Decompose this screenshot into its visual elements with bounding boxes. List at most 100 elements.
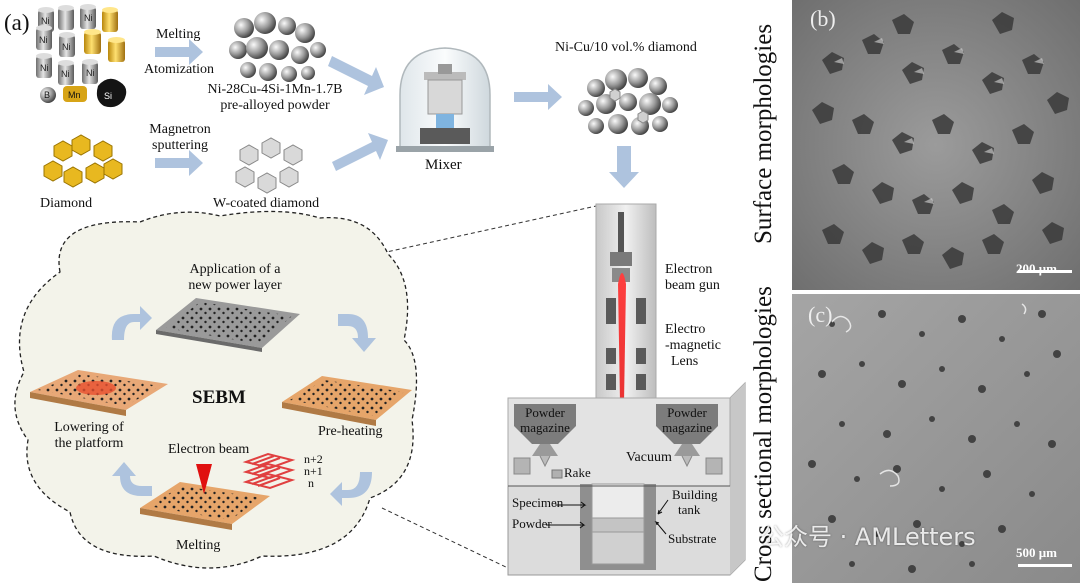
element-label: Si xyxy=(104,91,112,101)
cycle-arrow-icon xyxy=(111,306,152,340)
ni-cylinder xyxy=(82,59,98,84)
element-label: Mn xyxy=(68,90,81,100)
scalebar-c: 500 μm xyxy=(1016,545,1057,560)
layer-stack xyxy=(242,452,296,490)
gun-line: Electron xyxy=(665,262,713,277)
magazine-line: magazine xyxy=(520,419,570,435)
element-label: B xyxy=(44,90,50,100)
building-line: Building xyxy=(672,487,718,502)
prealloy-line: pre-alloyed powder xyxy=(220,98,330,114)
magazine-line: magazine xyxy=(662,419,712,435)
rake xyxy=(551,469,563,479)
composite-label: Ni-Cu/10 vol.% diamond xyxy=(555,40,697,55)
mn-gold-cylinder xyxy=(102,7,118,32)
ni-cylinder xyxy=(80,4,96,29)
powder-magazine-left xyxy=(514,404,576,444)
lens-line: Lens xyxy=(671,354,699,370)
element-label: Ni xyxy=(84,13,93,23)
arrow-icon xyxy=(514,84,562,110)
panel-b-label: (b) xyxy=(810,6,836,31)
electron-column xyxy=(595,203,657,399)
projection-line xyxy=(381,205,597,254)
sem-image-c: (c) 500 μm xyxy=(792,294,1080,583)
element-label: Ni xyxy=(39,35,48,45)
arrow-icon xyxy=(328,56,384,95)
rake-label: Rake xyxy=(564,465,591,480)
element-label: Ni xyxy=(41,16,50,26)
magazine-line: Powder xyxy=(667,405,707,420)
gun-line: beam gun xyxy=(665,278,720,294)
magazine-right-label: Powder magazine xyxy=(656,405,718,436)
electron-beam-marker xyxy=(196,464,212,494)
magazine-left-label: Powder magazine xyxy=(514,405,576,436)
layer-label: n+1 xyxy=(304,464,323,478)
application-line: Application of a xyxy=(189,262,281,277)
panel-c-label: (c) xyxy=(808,302,833,327)
boron-ball xyxy=(40,87,56,103)
arrow-icon xyxy=(155,39,203,65)
cycle-arrow-icon xyxy=(330,472,372,506)
diamond-crystals xyxy=(43,134,123,188)
mixer-label: Mixer xyxy=(425,157,462,173)
w-coated-diamonds xyxy=(235,137,303,194)
plate-preheating xyxy=(282,376,412,426)
ebm-machine xyxy=(507,203,746,576)
substrate-label: Substrate xyxy=(668,531,717,546)
cycle-arrow-icon xyxy=(112,462,152,496)
projection-line xyxy=(381,507,509,569)
arrow-icon xyxy=(155,150,203,176)
element-cylinders xyxy=(36,4,127,108)
mn-gold-cylinder xyxy=(108,37,125,62)
sem-image-b: (b) 200 μm xyxy=(792,0,1080,290)
electron-beam xyxy=(618,273,626,462)
building-line: tank xyxy=(678,501,701,517)
sebm-center-label: SEBM xyxy=(192,387,246,408)
prealloyed-powder xyxy=(229,12,326,82)
ni-cylinder xyxy=(58,60,74,85)
lowering-line: Lowering of xyxy=(54,420,124,435)
mn-chunk xyxy=(63,86,87,102)
mixer-icon xyxy=(396,47,494,152)
panel-a-label: (a) xyxy=(4,10,30,35)
scalebar-b: 200 μm xyxy=(1016,261,1057,276)
watermark-text: 公众号 · AMLetters xyxy=(760,523,976,551)
layer-label: n+2 xyxy=(304,452,323,466)
application-label: Application of a new power layer xyxy=(160,262,310,294)
mn-gold-cylinder xyxy=(84,29,101,54)
arrow-icon xyxy=(332,133,388,171)
cycle-arrow-icon xyxy=(338,314,376,352)
lowering-label: Lowering of the platform xyxy=(34,420,144,452)
plate-new-layer xyxy=(156,298,300,352)
magnetron-label: Magnetron sputtering xyxy=(140,122,220,154)
sem-cross-section-texture xyxy=(792,294,1080,583)
powder-label: Powder xyxy=(512,516,552,531)
ni-cylinder xyxy=(59,32,75,57)
lens-label: Electro -magnetic Lens xyxy=(665,322,721,370)
melting-step-label: Melting xyxy=(176,538,221,553)
magnetron-line: sputtering xyxy=(152,138,208,154)
preheating-label: Pre-heating xyxy=(318,424,383,439)
arrow-icon xyxy=(609,146,639,188)
powder-magazine-right xyxy=(656,404,718,444)
melting-label: Melting xyxy=(156,27,201,42)
plate-lowering xyxy=(30,370,168,416)
w-coated-label: W-coated diamond xyxy=(213,196,320,211)
sem-surface-texture xyxy=(792,0,1080,290)
element-label: Ni xyxy=(61,69,70,79)
si-chunk xyxy=(96,78,127,108)
vacuum-label: Vacuum xyxy=(626,450,672,465)
element-labels: Ni Ni Ni Ni Ni Ni Ni Mn Si B xyxy=(39,13,112,101)
lens-line: Electro xyxy=(665,322,706,337)
magazine-line: Powder xyxy=(525,405,565,420)
magnetron-line: Magnetron xyxy=(149,122,211,137)
lowering-line: the platform xyxy=(54,436,124,452)
application-line: new power layer xyxy=(188,278,282,294)
layer-label: n xyxy=(308,476,314,490)
sebm-cloud xyxy=(14,210,418,569)
gun-label: Electron beam gun xyxy=(665,262,720,294)
surface-morphologies-label: Surface morphologies xyxy=(750,23,777,244)
composite-powder xyxy=(578,68,678,135)
building-tank-label: Building tank xyxy=(672,487,718,518)
ni-cylinder xyxy=(36,53,52,78)
